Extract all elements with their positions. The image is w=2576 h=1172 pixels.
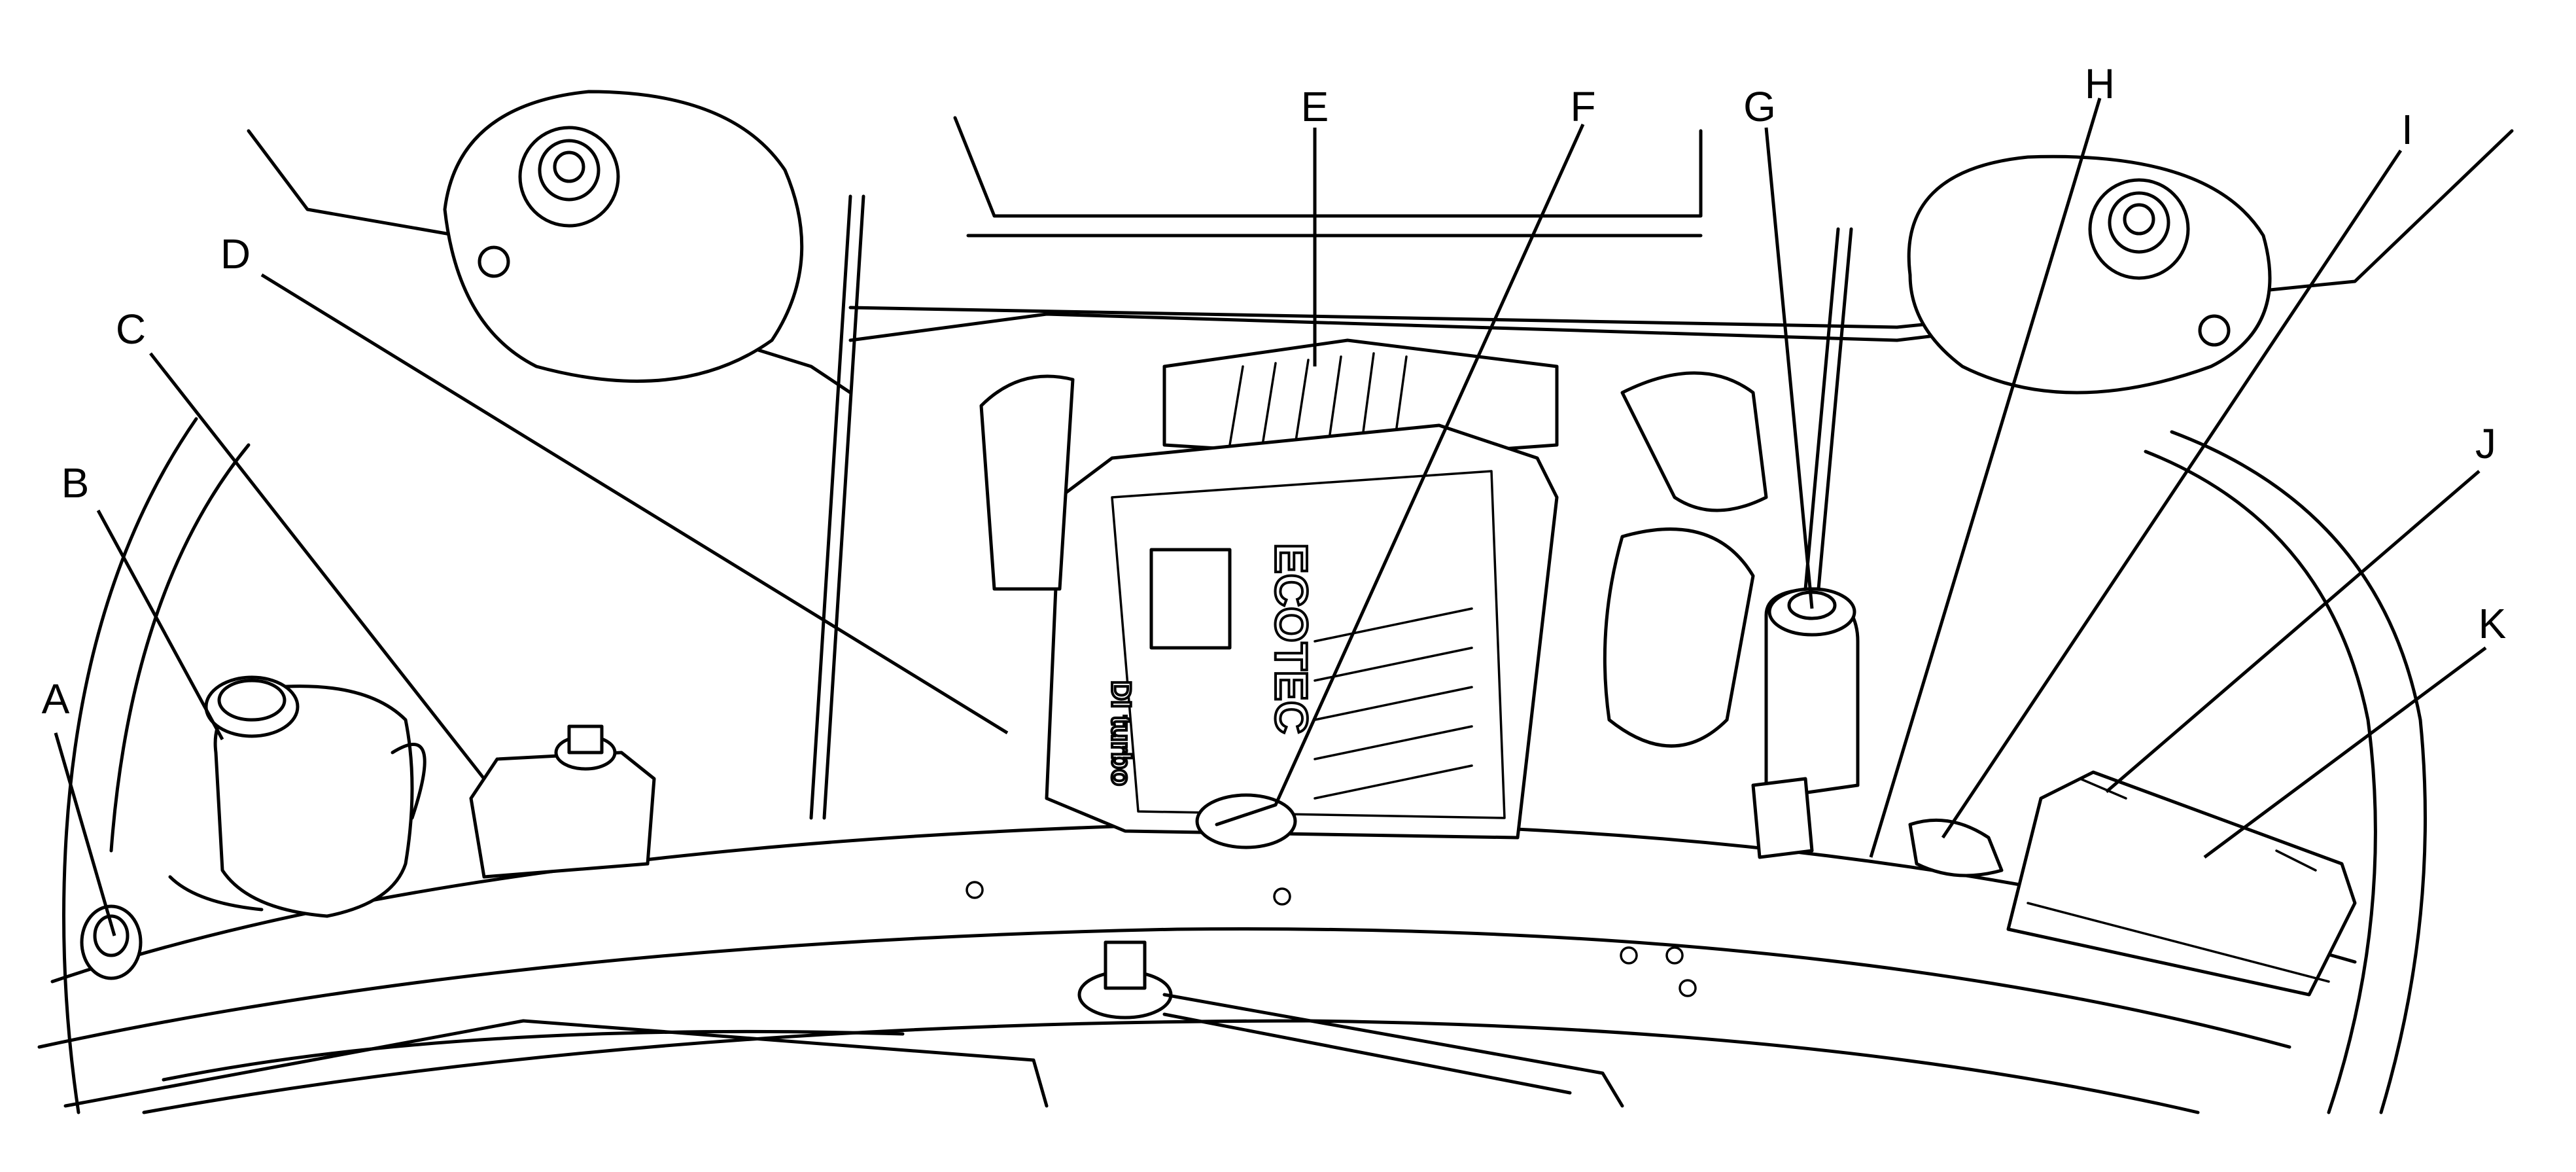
callout-h: H	[2085, 60, 2115, 107]
washer-fluid-cap	[80, 904, 143, 980]
callout-i: I	[2401, 106, 2413, 153]
left-strut-tower	[443, 90, 804, 383]
callout-labels: A B C D E F G H I J K	[42, 60, 2507, 722]
callout-e: E	[1301, 83, 1329, 130]
leader-f	[1274, 123, 1585, 806]
underhood-fuse-block	[2006, 770, 2357, 997]
leader-c	[149, 352, 485, 780]
battery-terminal	[1908, 818, 2004, 878]
engine-cover-sublabel: DI turbo	[1106, 681, 1137, 786]
leader-j	[2105, 470, 2480, 793]
leader-g	[1764, 127, 1814, 609]
callout-leaders	[54, 98, 2487, 936]
intake-and-pipes	[979, 371, 1860, 859]
leader-k	[2203, 646, 2487, 859]
callout-f: F	[1570, 83, 1595, 130]
right-strut-tower	[1907, 154, 2272, 395]
callout-a: A	[42, 675, 70, 722]
callout-d: D	[220, 230, 251, 277]
callout-b: B	[61, 459, 90, 506]
callout-g: G	[1743, 83, 1776, 130]
coolant-reservoir	[168, 675, 426, 918]
leader-i	[1941, 149, 2403, 839]
leader-a	[54, 732, 116, 936]
brake-fluid-reservoir	[469, 724, 656, 879]
hood-props	[809, 194, 1853, 820]
leader-h	[1869, 98, 2102, 858]
callout-c: C	[116, 306, 146, 353]
wiper-linkage	[966, 881, 1697, 1108]
engine-cover: ECOTEC DI turbo	[1045, 338, 1559, 849]
engine-cover-label: ECOTEC	[1266, 543, 1317, 734]
callout-k: K	[2479, 600, 2507, 647]
leader-d	[260, 273, 1009, 735]
callout-j: J	[2475, 420, 2496, 467]
leader-b	[96, 509, 224, 741]
